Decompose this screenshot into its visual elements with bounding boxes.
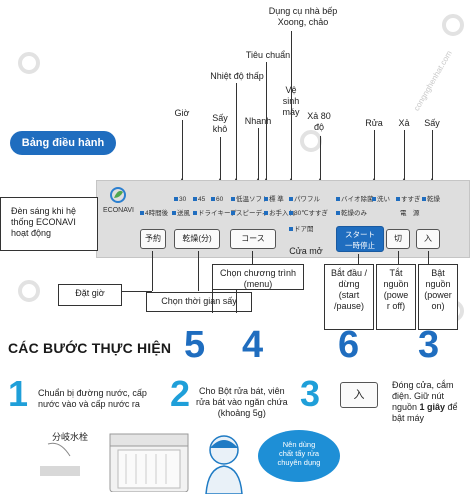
pin-powerful: パワフル bbox=[289, 196, 320, 204]
dishwasher-illustration bbox=[40, 433, 189, 492]
start-callout: Bắt đầu / dừng (start /pause) bbox=[324, 264, 374, 330]
step-2-number: 2 bbox=[170, 373, 191, 414]
person-illustration bbox=[205, 435, 243, 494]
pin-rinse: すすぎ bbox=[396, 196, 421, 204]
dry-time-callout: Chọn thời gian sấy bbox=[146, 292, 252, 312]
label-low-temp: Nhiệt độ thấp bbox=[210, 71, 264, 81]
step-3-number: 3 bbox=[300, 373, 321, 414]
pin-4h: 4時間後 bbox=[140, 210, 168, 218]
pin-80rinse: 80℃すすぎ bbox=[289, 210, 328, 218]
step-1-text: Chuẩn bị đường nước, cấp nước vào và cấp… bbox=[38, 388, 147, 409]
pin-speedy: スピーディ bbox=[231, 210, 268, 218]
timer-callout: Đặt giờ bbox=[58, 284, 122, 306]
pin-power: 電 源 bbox=[400, 210, 420, 217]
timer-button[interactable]: 予約 bbox=[140, 229, 166, 249]
watermark-logo-left-top bbox=[18, 52, 40, 74]
off-button[interactable]: 切 bbox=[386, 229, 410, 249]
big-number-4: 4 bbox=[242, 324, 264, 366]
detergent-tip-bubble: Nên dùng chất tẩy rửa chuyên dụng bbox=[258, 430, 340, 482]
pin-fan: 送風 bbox=[172, 210, 190, 218]
step-2-text: Cho Bột rửa bát, viên rửa bát vào ngăn c… bbox=[196, 386, 288, 418]
econavi-leaf-icon bbox=[110, 187, 126, 203]
label-rinse: Xả bbox=[398, 118, 410, 128]
label-dry2: Sấy bbox=[424, 118, 440, 128]
watermark-text: congnghenhat.com bbox=[412, 49, 454, 113]
label-hygiene: Vệ sinh máy bbox=[280, 85, 302, 118]
big-number-3: 3 bbox=[418, 324, 440, 366]
pin-standard: 標 準 bbox=[264, 196, 284, 204]
watermark-logo-left-mid bbox=[18, 280, 40, 302]
dry-minutes-button[interactable]: 乾燥(分) bbox=[174, 229, 220, 249]
steps-title: CÁC BƯỚC THỰC HIỆN bbox=[8, 340, 172, 356]
step-3-on-key: 入 bbox=[340, 382, 378, 408]
label-standard: Tiêu chuẩn bbox=[245, 50, 291, 60]
label-door-open: Cửa mở bbox=[289, 246, 323, 256]
pin-door: ドア開 bbox=[289, 226, 314, 234]
label-pot: Dụng cụ nhà bếp Xoong, chảo bbox=[268, 6, 338, 27]
pin-30: 30 bbox=[174, 196, 186, 204]
econavi-panel-label: ECONAVI bbox=[103, 207, 134, 214]
label-quick: Nhanh bbox=[244, 116, 272, 126]
econavi-callout: Đèn sáng khi hệ thống ECONAVI hoạt động bbox=[0, 197, 98, 251]
step-1-faucet-label: 分岐水栓 bbox=[52, 432, 89, 442]
pin-dry: 乾燥 bbox=[422, 196, 440, 204]
on-button[interactable]: 入 bbox=[416, 229, 440, 249]
pin-wash: 洗い bbox=[372, 196, 390, 204]
pin-60: 60 bbox=[211, 196, 223, 204]
off-callout: Tắt nguồn (powe r off) bbox=[376, 264, 416, 330]
pin-care: お手入れ bbox=[264, 210, 295, 218]
pin-bio: バイオ除菌 bbox=[336, 196, 374, 204]
start-pause-button[interactable]: スタート 一時停止 bbox=[336, 226, 384, 252]
pin-dry-only: 乾燥のみ bbox=[336, 210, 367, 218]
pin-45: 45 bbox=[193, 196, 205, 204]
big-number-6: 6 bbox=[338, 324, 360, 366]
label-hour: Giờ bbox=[174, 108, 190, 118]
step-3-text: Đóng cửa, cắm điện. Giữ nút nguồn 1 giây… bbox=[392, 380, 458, 423]
watermark-logo-right-top bbox=[442, 14, 464, 36]
course-button[interactable]: コース bbox=[230, 229, 276, 249]
label-dry: Sấy khô bbox=[212, 113, 228, 134]
program-callout: Chọn chương trình (menu) bbox=[212, 264, 304, 290]
panel-title: Bảng điều hành bbox=[10, 131, 116, 155]
step-1-number: 1 bbox=[8, 373, 29, 414]
pin-drykeep: ドライキープ bbox=[193, 210, 237, 218]
pin-low-soft: 低温ソフト bbox=[231, 196, 269, 204]
label-rinse80: Xả 80 độ bbox=[307, 111, 331, 132]
on-callout: Bật nguồn (power on) bbox=[418, 264, 458, 330]
big-number-5: 5 bbox=[184, 324, 206, 366]
watermark-logo-center bbox=[300, 130, 322, 152]
label-wash: Rửa bbox=[365, 118, 383, 128]
